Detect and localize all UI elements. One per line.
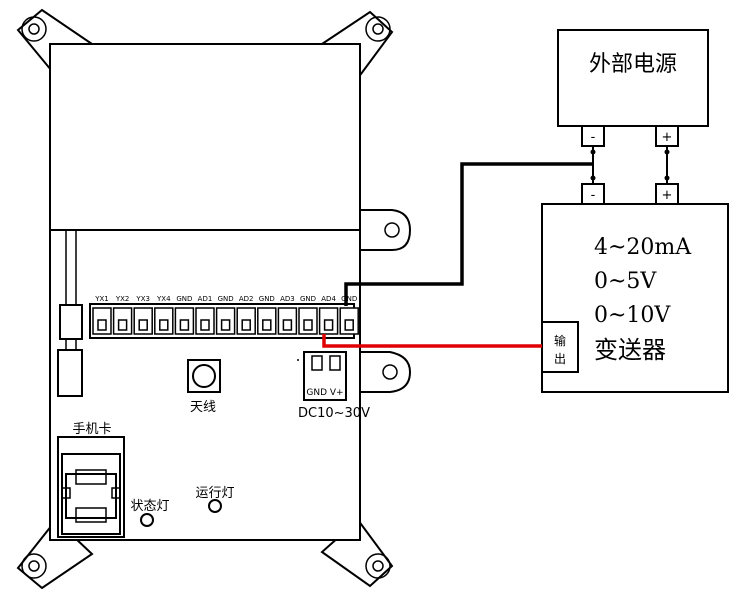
black-wire-gnd: [344, 162, 593, 306]
terminal-screw: [303, 319, 313, 331]
transmitter-output-label-2: 出: [554, 352, 566, 366]
terminal-label: AD1: [198, 295, 213, 303]
terminal-screw: [117, 319, 128, 331]
transmitter-line-3: 0~10V: [594, 303, 671, 328]
terminal-label: YX3: [135, 295, 150, 303]
terminal-screw: [97, 319, 107, 331]
power-supply-neg-label: -: [591, 130, 596, 145]
terminal-label: AD2: [239, 295, 254, 303]
external-power-supply: [557, 29, 709, 147]
transmitter-output-label-1: 输: [554, 333, 566, 348]
terminal-label: YX1: [94, 295, 109, 303]
sim-card-holder: [57, 436, 125, 538]
run-led-label: 运行灯: [195, 486, 234, 501]
terminal-screw: [159, 319, 169, 331]
terminal-label: AD4: [321, 295, 336, 303]
status-led: [140, 513, 154, 527]
terminal-screw: [282, 319, 293, 331]
transmitter-pos-label: +: [662, 188, 673, 203]
run-led: [208, 499, 222, 513]
power-port-label: GND V+: [306, 388, 343, 398]
terminal-label: GND: [218, 295, 234, 303]
terminal-label: YX2: [115, 295, 130, 303]
terminal-screw: [179, 319, 190, 331]
terminal-screw: [241, 319, 251, 331]
transmitter-line-1: 4~20mA: [594, 235, 692, 260]
side-mounting-tab-lower: [358, 351, 412, 393]
terminal-screw: [344, 319, 354, 331]
antenna-connector: [187, 359, 221, 393]
transmitter-neg-label: -: [591, 188, 596, 203]
terminal-screw: [220, 319, 231, 331]
terminal-screw: [262, 319, 272, 331]
red-wire-signal: [322, 334, 542, 348]
terminal-label: GND: [300, 295, 316, 303]
terminal-screw: [138, 319, 148, 331]
transmitter-line-4: 变送器: [594, 336, 666, 364]
transmitter-line-2: 0~5V: [594, 269, 657, 294]
status-led-label: 状态灯: [130, 499, 169, 514]
power-supply-title: 外部电源: [589, 52, 677, 77]
terminal-label: AD3: [280, 295, 295, 303]
terminal-screw: [323, 319, 334, 331]
power-port-caption: DC10~30V: [298, 406, 370, 421]
mounting-ear-bottom-left: [16, 518, 94, 590]
device-enclosure: [49, 43, 361, 541]
terminal-label: YX4: [156, 295, 171, 303]
terminal-block: YX1 YX2 YX3 YX4 GND AD1 GND AD2 GND AD3 GND AD4 GND: [89, 295, 359, 339]
power-port: [297, 351, 347, 401]
terminal-label: GND: [341, 295, 357, 303]
terminal-screw: [200, 319, 210, 331]
antenna-label: 天线: [190, 400, 216, 415]
terminal-label: GND: [176, 295, 192, 303]
power-supply-pos-label: +: [662, 130, 673, 145]
sim-card-label: 手机卡: [72, 422, 111, 437]
terminal-label: GND: [259, 295, 275, 303]
supply-to-transmitter-wires: [590, 146, 670, 184]
antenna-cable: [57, 230, 83, 397]
